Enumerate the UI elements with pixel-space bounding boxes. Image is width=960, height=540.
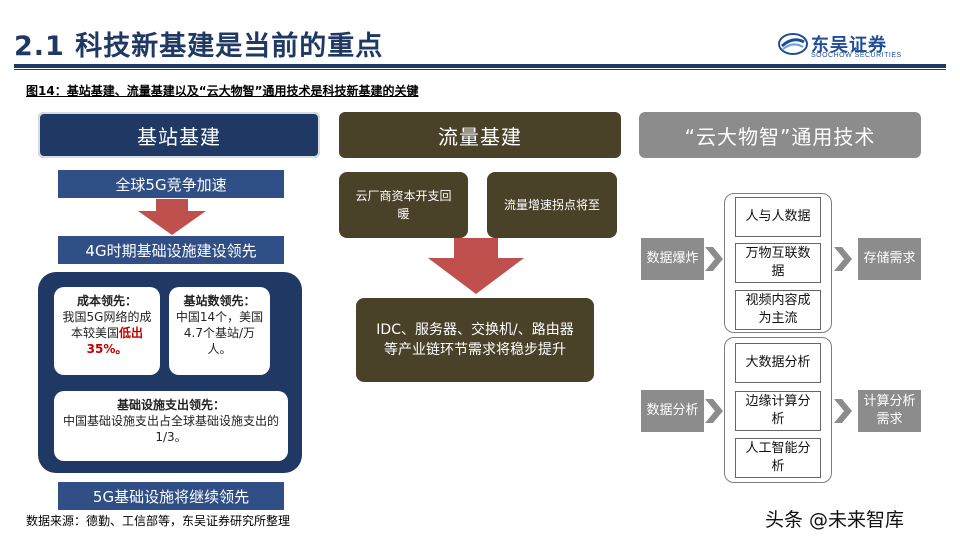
cloud-capex-box: 云厂商资本开支回暖: [339, 172, 468, 238]
data-source: 数据来源：德勤、工信部等，东吴证券研究所整理: [26, 514, 291, 528]
logo-name: 东吴证券: [811, 35, 887, 56]
edge-computing-box: 边缘计算分析: [735, 391, 821, 431]
base-station-lead-card: 基站数领先： 中国14个，美国4.7个基站/万人。: [169, 287, 270, 375]
ai-analysis-box: 人工智能分析: [735, 438, 821, 478]
header-base-station: 基站基建: [38, 112, 320, 158]
data-analysis-box: 数据分析: [641, 390, 704, 432]
people-data-box: 人与人数据: [735, 197, 821, 237]
industry-chain-demand-box: IDC、服务器、交换机/、路由器等产业链环节需求将稳步提升: [356, 298, 594, 382]
down-arrow-icon: [138, 199, 206, 235]
5g-continue-lead: 5G基础设施将继续领先: [58, 482, 284, 510]
base-station-lead-title: 基站数领先：: [183, 294, 256, 308]
logo-en: SOOCHOW SECURITIES: [811, 52, 902, 59]
data-explosion-box: 数据爆炸: [641, 238, 704, 280]
cost-lead-body: 我国5G网络的成本较美国: [62, 310, 152, 340]
big-data-box: 大数据分析: [735, 343, 821, 383]
header-traffic: 流量基建: [339, 112, 621, 158]
header-general-tech: “云大物智”通用技术: [639, 112, 921, 158]
data-sources-group: [724, 193, 832, 333]
global-5g-competition: 全球5G竞争加速: [58, 170, 284, 198]
video-content-box: 视频内容成为主流: [735, 290, 821, 330]
iot-data-box: 万物互联数据: [735, 243, 821, 283]
right-chevron-icon: [705, 399, 723, 423]
right-chevron-icon: [834, 399, 852, 423]
analysis-group: [724, 337, 832, 483]
cost-lead-title: 成本领先：: [76, 294, 137, 308]
4g-infrastructure-lead: 4G时期基础设施建设领先: [58, 236, 284, 264]
right-chevron-icon: [834, 247, 852, 271]
header-rule: [14, 64, 946, 68]
cost-lead-highlight: 低出35%。: [86, 326, 144, 356]
right-chevron-icon: [705, 247, 723, 271]
base-station-lead-body: 中国14个，美国4.7个基站/万人。: [175, 310, 264, 356]
infrastructure-spend-body: 中国基础设施支出占全球基础设施支出的1/3。: [62, 414, 279, 444]
cost-lead-card: 成本领先： 我国5G网络的成本较美国低出35%。: [54, 287, 160, 375]
storage-demand-box: 存储需求: [858, 238, 921, 280]
figure-title: 图14：基站基建、流量基建以及“云大物智”通用技术是科技新基建的关键: [26, 84, 419, 98]
infrastructure-spend-card: 基础设施支出领先： 中国基础设施支出占全球基础设施支出的1/3。: [54, 391, 288, 461]
compute-demand-box: 计算分析需求: [858, 390, 921, 432]
logo-icon: [778, 33, 808, 55]
traffic-growth-box: 流量增速拐点将至: [487, 172, 617, 238]
company-logo: 东吴证券 SOOCHOW SECURITIES: [778, 31, 918, 61]
down-arrow-icon: [428, 238, 524, 294]
header-rule-thin: [14, 69, 946, 70]
infrastructure-spend-title: 基础设施支出领先：: [116, 398, 225, 412]
watermark: 头条 @未来智库: [765, 509, 905, 531]
page-title: 2.1 科技新基建是当前的重点: [14, 31, 384, 62]
